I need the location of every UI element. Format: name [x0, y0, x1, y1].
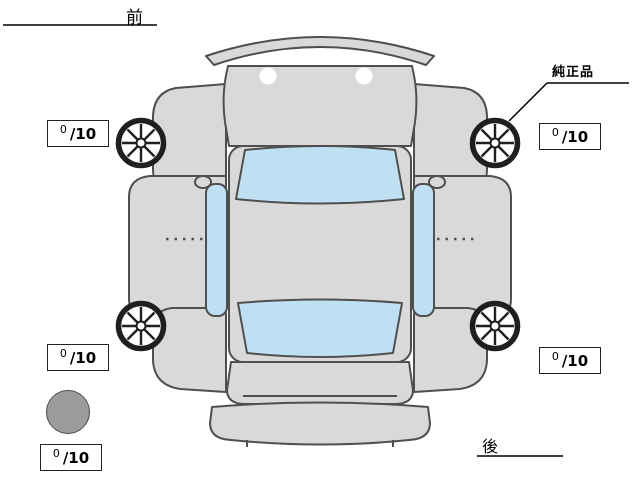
wheel-rear-right-icon	[473, 304, 518, 349]
rear-window	[237, 298, 403, 358]
spare-tire-icon	[46, 390, 90, 434]
tread-score-rear-left: 0 /10	[47, 344, 109, 371]
tread-score-rear-right: 0 /10	[539, 347, 601, 374]
tread-denom-rear-right: /10	[561, 351, 589, 370]
car-body	[128, 36, 512, 447]
left-mirror	[194, 175, 212, 189]
tread-score-front-right: 0 /10	[539, 123, 601, 150]
tread-value-front-right: 0	[551, 126, 559, 139]
rear-left-quarter-panel	[152, 307, 227, 393]
tread-value-front-left: 0	[59, 123, 67, 136]
rear-bumper	[209, 401, 431, 446]
tread-value-spare: 0	[52, 447, 60, 460]
tread-value-rear-right: 0	[551, 350, 559, 363]
genuine-part-label: 純正品	[552, 65, 595, 80]
rear-label: 後	[482, 437, 499, 456]
tread-score-front-left: 0 /10	[47, 120, 109, 147]
hood	[222, 65, 418, 147]
wheel-front-right-icon	[473, 121, 518, 166]
wheel-front-left-icon	[119, 121, 164, 166]
hood-cap-right	[355, 67, 373, 85]
windshield	[235, 145, 405, 205]
tread-score-spare: 0 /10	[40, 444, 102, 471]
left-side-window	[205, 183, 228, 317]
tread-denom-rear-left: /10	[69, 348, 97, 367]
tread-denom-front-right: /10	[561, 127, 589, 146]
right-mirror	[428, 175, 446, 189]
front-label: 前	[126, 8, 143, 28]
tread-denom-front-left: /10	[69, 124, 97, 143]
genuine-pointer-line	[508, 82, 548, 122]
right-side-window	[412, 183, 435, 317]
tread-value-rear-left: 0	[59, 347, 67, 360]
hood-cap-left	[259, 67, 277, 85]
wheel-rear-left-icon	[119, 304, 164, 349]
tread-denom-spare: /10	[62, 448, 90, 467]
front-bumper	[205, 36, 435, 66]
trunk-lid	[226, 361, 414, 405]
